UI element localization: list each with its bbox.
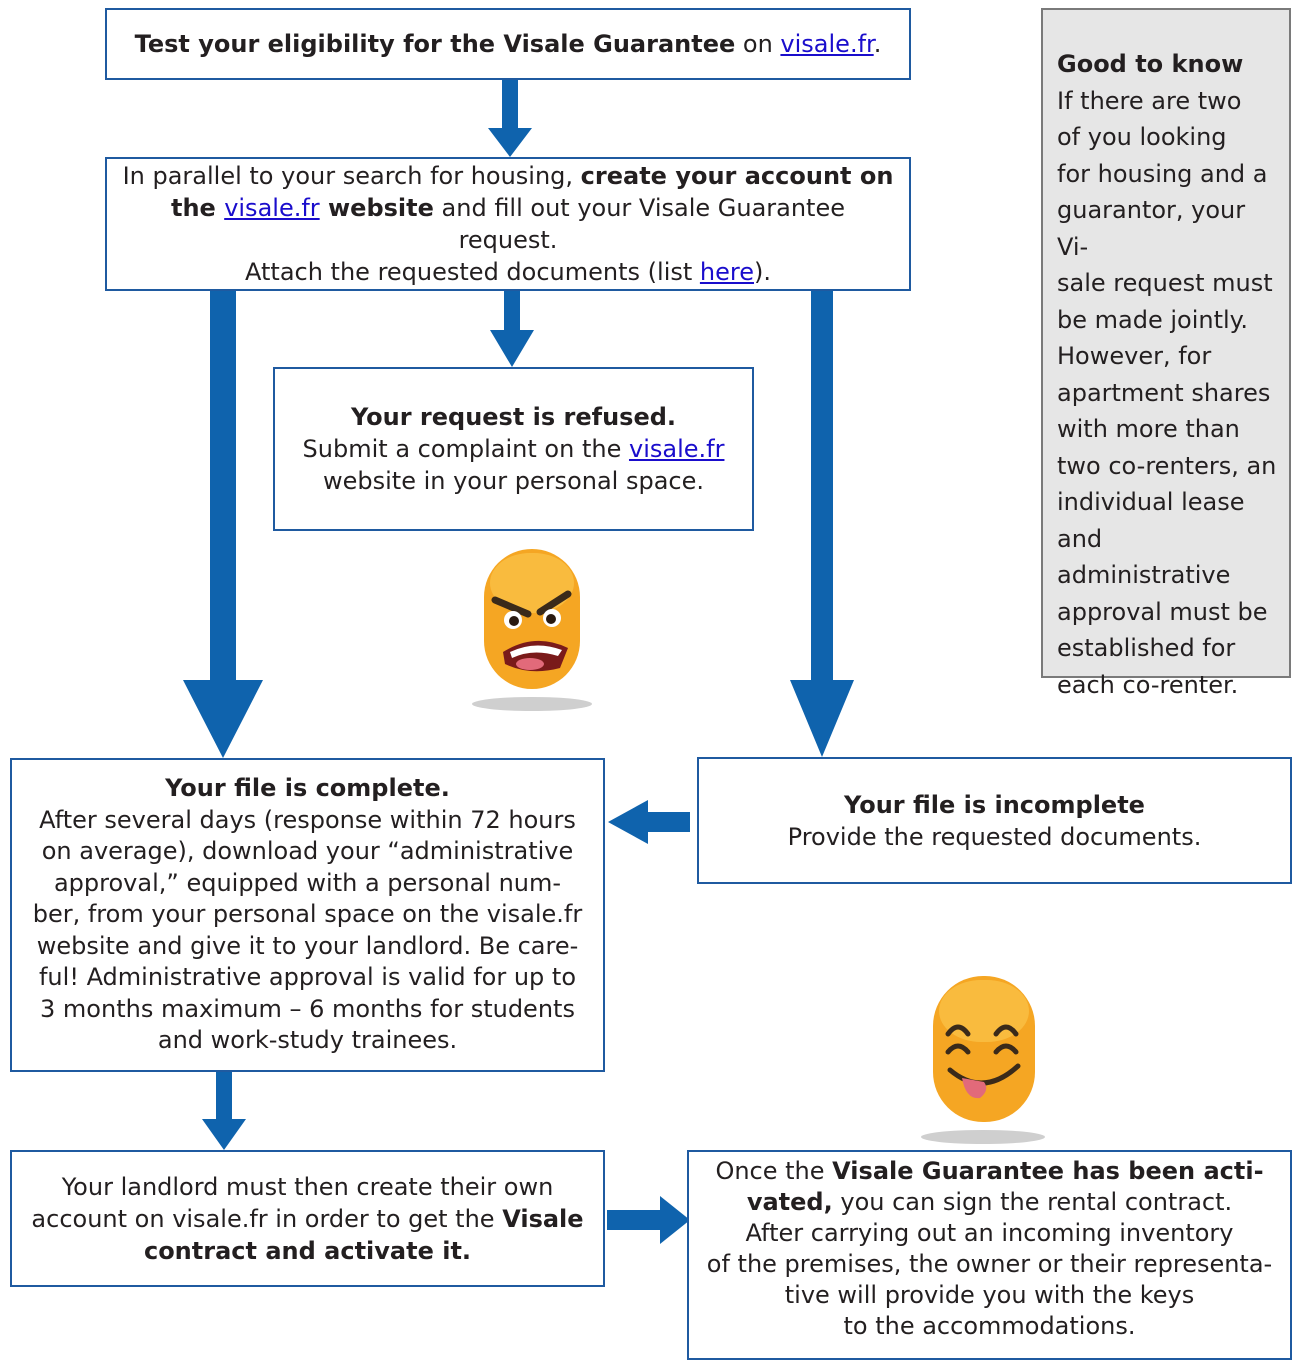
visale-link[interactable]: visale.fr [780,30,874,58]
step-eligibility-bold: Test your eligibility for the Visale Gua… [134,30,736,58]
step-eligibility-on: on [735,30,781,58]
step2-line2: and fill out your Visale Guarantee reque… [433,194,845,254]
good-to-know-line: individual lease [1057,488,1245,516]
complete-line: approval,” equipped with a personal num- [53,868,562,897]
file-complete-box: Your file is complete. After several day… [10,758,605,1072]
good-to-know-line: with more than [1057,415,1240,443]
arrow-down-refused [490,291,534,367]
refused-title: Your request is refused. [350,403,677,431]
complete-line: on average), download your “administrati… [41,837,574,866]
arrow-down-incomplete [790,291,854,757]
arrow-down-1 [488,80,532,157]
complete-line: ful! Administrative approval is valid fo… [38,963,576,992]
good-to-know-line: of you looking [1057,123,1227,151]
arrow-right-activated [607,1196,690,1244]
guarantee-activated-box: Once the Visale Guarantee has been acti-… [687,1150,1292,1360]
visale-link[interactable]: visale.fr [224,194,320,222]
visale-link[interactable]: visale.fr [628,435,725,463]
good-to-know-line: guarantor, your Vi- [1057,196,1246,261]
activated-bold-b: vated, [746,1188,833,1216]
activated-line: to the accommodations. [843,1312,1136,1340]
activated-post: you can sign the rental contract. [832,1188,1233,1216]
good-to-know-line: apartment shares [1057,378,1271,407]
complete-title: Your file is complete. [165,774,450,803]
step2-bold2: website [319,194,434,222]
good-to-know-line: approval must be [1057,597,1268,626]
good-to-know-line: for housing and a [1057,159,1268,188]
landlord-bold-a: Visale [502,1204,584,1233]
request-refused-box: Your request is refused. Submit a compla… [273,367,754,531]
landlord-step-box: Your landlord must then create their own… [10,1150,605,1287]
incomplete-title: Your file is incomplete [844,790,1145,819]
complete-line: and work-study trainees. [157,1026,458,1055]
step-create-account-box: In parallel to your search for housing, … [105,157,911,291]
step2-bold1: create your account on the [170,162,894,222]
arrow-down-landlord [202,1072,246,1150]
refused-text: Submit a complaint on the visale.fr webs… [289,433,738,497]
complete-line: 3 months maximum – 6 months for students [40,994,575,1023]
activated-pre: Once the [715,1157,833,1185]
good-to-know-line: be made jointly. [1057,305,1249,334]
good-to-know-line: two co-renters, an [1057,451,1277,480]
step-eligibility-text: Test your eligibility for the Visale Gua… [135,28,882,60]
incomplete-text: Provide the requested documents. [787,822,1202,851]
angry-face-icon [472,549,592,711]
good-to-know-line: established for [1057,634,1236,662]
good-to-know-line: each co-renter. [1057,670,1239,699]
documents-list-link[interactable]: here [699,258,754,286]
step2-line3-end: ). [754,258,771,286]
activated-line2: vated, you can sign the rental contract. [747,1187,1232,1218]
good-to-know-line: sale request must [1057,269,1273,297]
arrow-left-incomplete-to-complete [608,800,690,844]
activated-line1: Once the Visale Guarantee has been acti- [715,1156,1263,1187]
landlord-line1: Your landlord must then create their own [61,1172,554,1201]
good-to-know-line: and administrative [1057,524,1231,590]
activated-bold-a: Visale Guarantee has been acti- [832,1157,1264,1185]
step-eligibility-box: Test your eligibility for the Visale Gua… [105,8,911,80]
step2-line3: Attach the requested documents (list [245,258,700,286]
refused-text-a: Submit a complaint on the [302,435,629,463]
step-create-account-text: In parallel to your search for housing, … [121,160,895,288]
landlord-bold-b: contract and activate it. [143,1236,472,1265]
landlord-line2a: account on visale.fr in order to get the [31,1204,503,1233]
good-to-know-line: However, for [1057,342,1212,370]
good-to-know-line: If there are two [1057,86,1242,115]
good-to-know-title: Good to know [1057,50,1244,78]
complete-line: website and give it to your landlord. Be… [36,931,579,960]
arrow-down-complete [183,291,263,758]
step-eligibility-period: . [873,30,882,58]
landlord-line2: account on visale.fr in order to get the… [31,1203,583,1235]
activated-line: After carrying out an incoming inventory [745,1219,1234,1247]
file-incomplete-box: Your file is incomplete Provide the requ… [697,757,1292,884]
good-to-know-panel: Good to know If there are two of you loo… [1041,8,1291,699]
complete-line: After several days (response within 72 h… [39,805,576,834]
activated-line: of the premises, the owner or their repr… [706,1250,1273,1278]
activated-line: tive will provide you with the keys [784,1281,1195,1309]
complete-line: ber, from your personal space on the vis… [32,900,583,929]
happy-face-icon [921,976,1045,1144]
step2-line1: In parallel to your search for housing, [122,162,581,190]
refused-text-b: website in your personal space. [322,467,704,495]
